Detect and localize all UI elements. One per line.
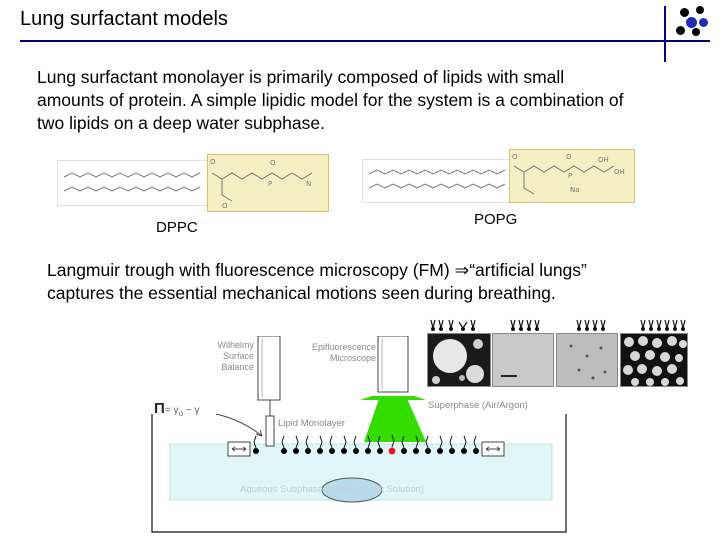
microscope-objective — [377, 336, 409, 393]
svg-text:O: O — [566, 153, 572, 161]
lipid-cartoons — [430, 319, 686, 331]
dppc-headgroup-sketch: O O P N O — [210, 158, 313, 210]
popg-label: POPG — [474, 211, 518, 228]
pi-equation: = γ — [164, 405, 179, 416]
svg-text:OH: OH — [598, 156, 609, 164]
logo-dot — [692, 28, 700, 36]
title-rule — [20, 40, 710, 42]
wilhelmy-label-line1: Wilhelmy — [217, 340, 254, 350]
trough-svg — [151, 336, 567, 533]
fm-image-gas-phase — [427, 333, 491, 387]
monolayer-heads — [253, 448, 479, 454]
logo-dot — [699, 18, 708, 27]
langmuir-text-post: “artificial lungs” captures the essentia… — [47, 260, 587, 303]
popg-tails — [368, 169, 506, 189]
probe-molecule — [388, 447, 396, 455]
pi-symbol: Π — [154, 400, 165, 417]
svg-text:O: O — [512, 153, 518, 161]
svg-text:O: O — [270, 159, 276, 167]
wilhelmy-plate — [265, 415, 275, 447]
langmuir-paragraph: Langmuir trough with fluorescence micros… — [47, 259, 617, 305]
epi-label-line1: Epifluorescence — [311, 342, 376, 352]
intro-paragraph: Lung surfactant monolayer is primarily c… — [37, 67, 624, 133]
logo-dot — [686, 17, 697, 28]
dppc-headgroup: O O P N O — [207, 154, 329, 212]
wilhelmy-label-line2: Surface — [222, 351, 254, 361]
svg-text:N: N — [306, 180, 311, 188]
epifluorescence-label: Epifluorescence Microscope — [290, 342, 376, 364]
fm-image-liquid-expanded — [492, 333, 554, 387]
epi-label-line2: Microscope — [329, 353, 376, 363]
popg-headgroup: O O P OH OH Na — [509, 149, 635, 203]
svg-text:O: O — [222, 202, 228, 210]
monolayer-tails — [253, 434, 477, 449]
logo-vertical-line — [664, 6, 666, 62]
langmuir-text-pre: Langmuir trough with fluorescence micros… — [47, 260, 455, 280]
dppc-label: DPPC — [156, 219, 198, 236]
slide-title: Lung surfactant models — [20, 8, 228, 30]
molecule-cartoon-row — [425, 316, 715, 332]
wilhelmy-label: Wilhelmy Surface Balance — [198, 340, 254, 373]
svg-text:OH: OH — [614, 168, 625, 176]
lipid-monolayer-label: Lipid Monolayer — [278, 418, 346, 429]
pi-subscript: o — [178, 408, 184, 418]
sample-cell-oval — [321, 477, 383, 503]
pi-arrow — [215, 413, 263, 437]
langmuir-trough-diagram: Wilhelmy Surface Balance Epifluorescence… — [150, 336, 568, 536]
surface-pressure-equation: Π= γo − γ — [154, 400, 200, 418]
trough-outline — [151, 414, 567, 533]
dppc-tails — [63, 172, 201, 192]
wilhelmy-balance — [257, 336, 281, 401]
fm-image-condensed — [620, 333, 688, 387]
fluorescence-beam — [364, 396, 426, 442]
superphase-label: Superphase (Air/Argon) — [428, 400, 528, 411]
svg-text:O: O — [210, 158, 216, 166]
pi-minus: − γ — [183, 405, 200, 416]
wilhelmy-label-line3: Balance — [221, 362, 254, 372]
logo-dot — [680, 8, 689, 17]
svg-text:P: P — [568, 172, 572, 180]
dppc-tail-panel — [57, 160, 209, 206]
fm-image-coexistence — [556, 333, 618, 387]
logo-dot — [676, 26, 685, 35]
logo-dot — [696, 6, 704, 14]
svg-text:Na: Na — [570, 186, 580, 194]
subphase-label: Aqueous Subphase (Water or Salt Solution… — [240, 484, 424, 495]
popg-headgroup-sketch: O O P OH OH Na — [512, 153, 625, 195]
popg-tail-panel — [362, 159, 512, 203]
svg-text:P: P — [268, 180, 272, 188]
double-arrow-icon — [231, 446, 247, 452]
implies-arrow-icon: ⇒ — [454, 260, 470, 280]
double-arrow-icon — [485, 446, 501, 452]
